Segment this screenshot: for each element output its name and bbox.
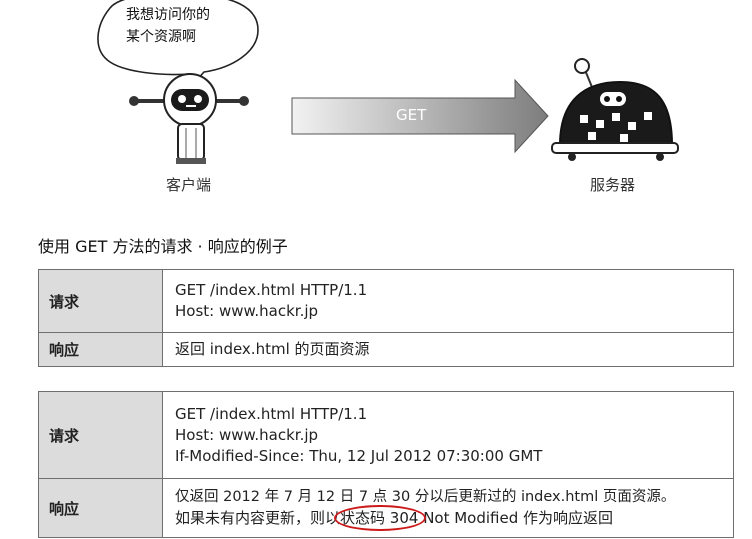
client-robot-icon xyxy=(129,73,249,164)
request-line: GET /index.html HTTP/1.1 xyxy=(175,281,368,299)
illustration-drawing xyxy=(97,0,679,164)
response-content-cell: 返回 index.html 的页面资源 xyxy=(162,332,734,367)
request-line: If-Modified-Since: Thu, 12 Jul 2012 07:3… xyxy=(175,446,543,465)
response-line-2: 如果未有内容更新，则以状态码 304 Not Modified 作为响应返回 xyxy=(175,505,723,531)
response-content-cell: 仅返回 2012 年 7 月 12 日 7 点 30 分以后更新过的 index… xyxy=(162,478,734,538)
response-line-2-suffix: Not Modified 作为响应返回 xyxy=(418,509,614,527)
speech-bubble-line-2: 某个资源啊 xyxy=(126,29,196,45)
speech-bubble-text: 我想访问你的 某个资源啊 xyxy=(126,4,210,48)
table-row-request: 请求 GET /index.html HTTP/1.1 Host: www.ha… xyxy=(38,269,734,333)
response-header-cell: 响应 xyxy=(38,478,163,538)
example-table-1: 请求 GET /index.html HTTP/1.1 Host: www.ha… xyxy=(38,269,734,367)
request-content-cell: GET /index.html HTTP/1.1 Host: www.hackr… xyxy=(162,391,734,479)
request-header-cell: 请求 xyxy=(38,391,163,479)
server-robot-icon xyxy=(551,58,679,161)
response-line-1: 仅返回 2012 年 7 月 12 日 7 点 30 分以后更新过的 index… xyxy=(175,489,676,505)
request-line: Host: www.hackr.jp xyxy=(175,302,319,320)
request-line: Host: www.hackr.jp xyxy=(175,425,319,444)
request-line: GET /index.html HTTP/1.1 xyxy=(175,404,368,423)
response-header-cell: 响应 xyxy=(38,332,163,367)
response-line-2-prefix: 如果未有内容更新，则以 xyxy=(175,509,341,527)
illustration: 我想访问你的 某个资源啊 GET 客户端 服务器 xyxy=(0,0,752,215)
table-row-request: 请求 GET /index.html HTTP/1.1 Host: www.ha… xyxy=(38,391,734,479)
example-table-2: 请求 GET /index.html HTTP/1.1 Host: www.ha… xyxy=(38,391,734,538)
status-code-highlight: 状态码 304 xyxy=(334,505,427,531)
client-label: 客户端 xyxy=(166,176,212,194)
get-arrow xyxy=(291,78,549,154)
server-label: 服务器 xyxy=(590,176,636,194)
section-title: 使用 GET 方法的请求 · 响应的例子 xyxy=(38,237,288,256)
request-header-cell: 请求 xyxy=(38,269,163,333)
table-row-response: 响应 返回 index.html 的页面资源 xyxy=(38,332,734,367)
speech-bubble-line-1: 我想访问你的 xyxy=(126,7,210,23)
red-circle-annotation xyxy=(334,505,427,531)
table-row-response: 响应 仅返回 2012 年 7 月 12 日 7 点 30 分以后更新过的 in… xyxy=(38,478,734,538)
speech-bubble xyxy=(97,0,259,95)
get-arrow-label: GET xyxy=(396,106,427,124)
request-content-cell: GET /index.html HTTP/1.1 Host: www.hackr… xyxy=(162,269,734,333)
